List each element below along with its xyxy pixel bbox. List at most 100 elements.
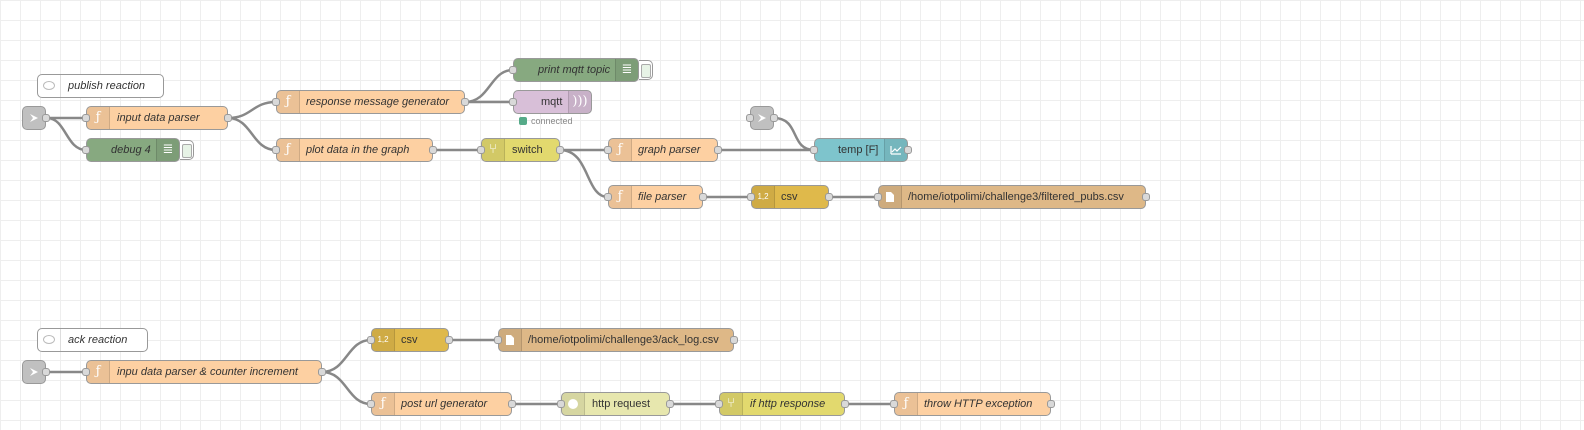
output-port[interactable]: [714, 146, 722, 154]
node-label: debug 4: [111, 144, 151, 156]
function-icon: ƒ: [609, 186, 632, 208]
output-port[interactable]: [445, 336, 453, 344]
function-file-parser[interactable]: ƒ file parser: [604, 185, 707, 209]
file-out-ack-log[interactable]: /home/iotpolimi/challenge3/ack_log.csv: [494, 328, 738, 352]
node-label: graph parser: [638, 144, 701, 156]
debug-toggle-button[interactable]: [180, 140, 194, 160]
node-label: temp [F]: [838, 144, 879, 156]
input-port[interactable]: [82, 368, 90, 376]
inject-node-2[interactable]: [22, 360, 50, 384]
output-port[interactable]: [556, 146, 564, 154]
input-port[interactable]: [477, 146, 485, 154]
status-dot: [519, 117, 527, 125]
node-label: throw HTTP exception: [924, 398, 1033, 410]
function-graph-parser[interactable]: ƒ graph parser: [604, 138, 722, 162]
input-port[interactable]: [604, 193, 612, 201]
input-port[interactable]: [509, 98, 517, 106]
node-label: plot data in the graph: [306, 144, 410, 156]
input-port[interactable]: [890, 400, 898, 408]
node-label: file parser: [638, 191, 687, 203]
link-node[interactable]: [746, 106, 778, 130]
output-port[interactable]: [508, 400, 516, 408]
http-request-node[interactable]: http request: [557, 392, 674, 416]
input-port[interactable]: [604, 146, 612, 154]
comment-icon: [38, 329, 61, 351]
comment-ack-reaction[interactable]: ack reaction: [37, 328, 148, 352]
input-port[interactable]: [272, 146, 280, 154]
output-port[interactable]: [42, 368, 50, 376]
node-label: mqtt: [541, 96, 563, 108]
function-icon: ƒ: [87, 361, 110, 383]
node-label: input data parser: [117, 112, 200, 124]
inject-node-1[interactable]: [22, 106, 50, 130]
input-port[interactable]: [747, 193, 755, 201]
node-label: if http response: [750, 398, 826, 410]
function-response-message-generator[interactable]: ƒ response message generator: [272, 90, 469, 114]
mqtt-status: connected: [519, 115, 573, 127]
switch-if-http-response[interactable]: ⑂ if http response: [715, 392, 849, 416]
node-label: csv: [401, 334, 418, 346]
node-label: /home/iotpolimi/challenge3/filtered_pubs…: [908, 191, 1124, 203]
input-port[interactable]: [715, 400, 723, 408]
function-icon: ƒ: [277, 139, 300, 161]
input-port[interactable]: [509, 66, 517, 74]
output-port[interactable]: [318, 368, 326, 376]
output-port[interactable]: [841, 400, 849, 408]
output-port[interactable]: [825, 193, 833, 201]
input-port[interactable]: [82, 114, 90, 122]
output-port[interactable]: [224, 114, 232, 122]
inject-icon: [23, 361, 45, 383]
function-post-url-generator[interactable]: ƒ post url generator: [367, 392, 516, 416]
output-port[interactable]: [904, 146, 912, 154]
csv-icon: 1,2: [372, 329, 395, 351]
output-port[interactable]: [666, 400, 674, 408]
csv-node-1[interactable]: 1,2 csv: [747, 185, 833, 209]
function-input-data-parser[interactable]: ƒ input data parser: [82, 106, 232, 130]
chart-temp-f-node[interactable]: temp [F]: [810, 138, 912, 162]
input-port[interactable]: [367, 400, 375, 408]
mqtt-out-node[interactable]: mqtt ))): [509, 90, 592, 114]
output-port[interactable]: [730, 336, 738, 344]
function-throw-http-exception[interactable]: ƒ throw HTTP exception: [890, 392, 1055, 416]
output-port[interactable]: [1142, 193, 1150, 201]
output-port[interactable]: [461, 98, 469, 106]
node-label: switch: [512, 144, 543, 156]
output-port[interactable]: [699, 193, 707, 201]
inject-icon: [751, 107, 773, 129]
output-port[interactable]: [1047, 400, 1055, 408]
input-port[interactable]: [367, 336, 375, 344]
file-icon: [499, 329, 522, 351]
comment-label: publish reaction: [68, 80, 146, 92]
debug-print-mqtt-topic-node[interactable]: print mqtt topic ≣: [509, 58, 639, 82]
output-port[interactable]: [770, 114, 778, 122]
switch-icon: ⑂: [720, 393, 743, 415]
output-port[interactable]: [42, 114, 50, 122]
list-icon: ≣: [615, 59, 638, 81]
function-plot-data-in-the-graph[interactable]: ƒ plot data in the graph: [272, 138, 437, 162]
debug-toggle-button[interactable]: [639, 60, 653, 80]
debug-4-node[interactable]: debug 4 ≣: [82, 138, 180, 162]
function-input-parser-counter[interactable]: ƒ inpu data parser & counter increment: [82, 360, 326, 384]
input-port[interactable]: [82, 146, 90, 154]
node-label: print mqtt topic: [538, 64, 611, 76]
input-port[interactable]: [810, 146, 818, 154]
input-port[interactable]: [557, 400, 565, 408]
list-icon: ≣: [156, 139, 179, 161]
file-out-filtered-pubs[interactable]: /home/iotpolimi/challenge3/filtered_pubs…: [874, 185, 1150, 209]
node-label: http request: [592, 398, 651, 410]
switch-node[interactable]: ⑂ switch: [477, 138, 564, 162]
output-port[interactable]: [429, 146, 437, 154]
input-port[interactable]: [272, 98, 280, 106]
input-port[interactable]: [746, 114, 754, 122]
switch-icon: ⑂: [482, 139, 505, 161]
status-text: connected: [531, 116, 573, 126]
comment-publish-reaction[interactable]: publish reaction: [37, 74, 164, 98]
function-icon: ƒ: [609, 139, 632, 161]
chart-icon: [884, 139, 907, 161]
node-label: response message generator: [306, 96, 450, 108]
globe-icon: [562, 393, 585, 415]
input-port[interactable]: [494, 336, 502, 344]
csv-node-2[interactable]: 1,2 csv: [367, 328, 453, 352]
input-port[interactable]: [874, 193, 882, 201]
file-icon: [879, 186, 902, 208]
